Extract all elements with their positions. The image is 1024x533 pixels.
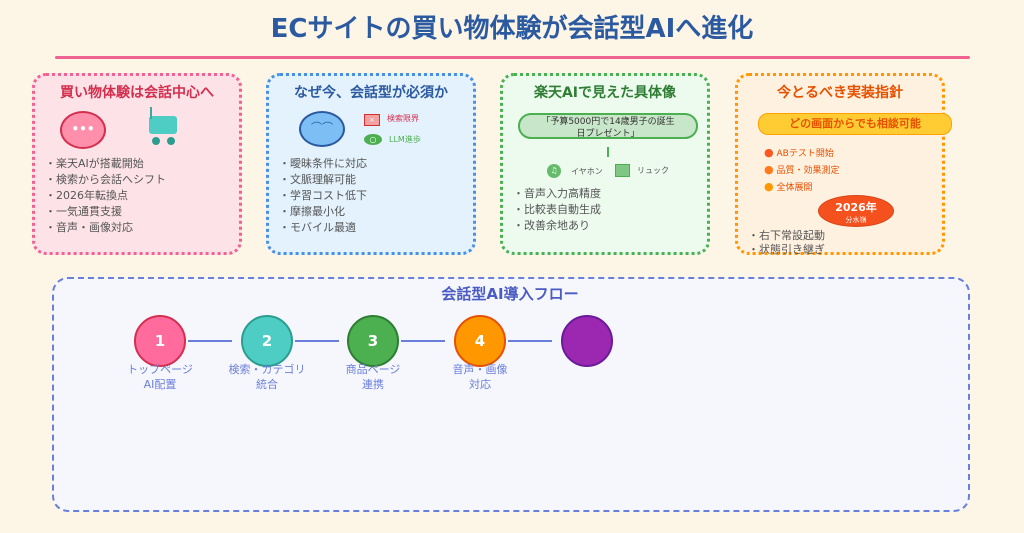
card-implementation: 今とるべき実装指針 どの画面からでも相談可能 ● ABテスト開始 ● 品質・効果… (735, 73, 952, 257)
list-item: 右下常設起動 (748, 229, 825, 243)
flow-step-3: 3 (347, 315, 399, 367)
finding-list: 音声入力高精度 比較表自動生成 改善余地あり (513, 186, 601, 234)
card-why-now: なぜ今、会話型が必須か ⌒⌒ × 検索限界 ○ LLM進歩 曖昧条件に対応 文脈… (266, 73, 476, 255)
dot-icon: ● (764, 146, 774, 159)
flow-connector (401, 340, 445, 342)
list-item: 曖昧条件に対応 (279, 156, 367, 172)
legend-label: LLM進歩 (389, 135, 421, 144)
page-title: ECサイトの買い物体験が会話型AIへ進化 (270, 14, 754, 44)
dot-icon: ● (764, 180, 774, 193)
list-item: 音声入力高精度 (513, 186, 601, 202)
flow-step-4: 4 (454, 315, 506, 367)
card-rakuten-ai: 楽天AIで見えた具体像 「予算5000円で14歳男子の誕生日プレゼント」 ♫ イ… (500, 73, 710, 255)
step-label: ABテスト開始 (776, 149, 834, 159)
music-note-icon: ♫ (547, 164, 561, 178)
list-item: 2026年転換点 (45, 188, 166, 204)
flow-connector (295, 340, 339, 342)
list-item: ● 品質・効果測定 (764, 162, 840, 179)
flow-connector (188, 340, 232, 342)
list-item: モバイル最適 (279, 220, 367, 236)
cart-icon (145, 106, 181, 146)
tips-list: 右下常設起動 状態引き継ぎ (748, 229, 825, 257)
card-title: 買い物体験は会話中心へ (60, 85, 214, 101)
flow-step-2: 2 (241, 315, 293, 367)
card-title: 楽天AIで見えた具体像 (533, 85, 677, 101)
query-example: 「予算5000円で14歳男子の誕生日プレゼント」 (518, 113, 698, 139)
card-title: なぜ今、会話型が必須か (294, 85, 448, 101)
list-item: 一気通貫支援 (45, 204, 166, 220)
title-underline (55, 56, 970, 59)
card-title: 今とるべき実装指針 (777, 85, 903, 101)
list-item: 検索から会話へシフト (45, 172, 166, 188)
legend-label: 検索限界 (387, 114, 419, 123)
result-label: イヤホン (571, 167, 603, 176)
flow-step-5 (561, 315, 613, 367)
reason-list: 曖昧条件に対応 文脈理解可能 学習コスト低下 摩擦最小化 モバイル最適 (279, 156, 367, 236)
list-item: ● 全体展開 (764, 179, 840, 196)
milestone-badge: 2026年 分水嶺 (818, 195, 894, 227)
banner: どの画面からでも相談可能 (758, 113, 952, 135)
step-label: 全体展開 (776, 183, 813, 193)
chat-bubble-icon: ••• (60, 111, 106, 149)
flow-step-1: 1 (134, 315, 186, 367)
step-label: 品質・効果測定 (776, 166, 840, 176)
list-item: ● ABテスト開始 (764, 145, 840, 162)
flow-step-label: 検索・カテゴリ 統合 (228, 363, 306, 391)
dot-icon: ● (764, 163, 774, 176)
face-icon: ⌒⌒ (299, 111, 345, 147)
flow-step-label: トップページ AI配置 (127, 363, 193, 391)
connector (607, 147, 609, 157)
result-label: リュック (637, 166, 669, 175)
flow-panel (52, 277, 970, 512)
list-item: 学習コスト低下 (279, 188, 367, 204)
backpack-icon (615, 164, 630, 177)
list-item: 文脈理解可能 (279, 172, 367, 188)
step-list: ● ABテスト開始 ● 品質・効果測定 ● 全体展開 (764, 145, 840, 196)
list-item: 改善余地あり (513, 218, 601, 234)
flow-connector (508, 340, 552, 342)
flow-step-label: 音声・画像 対応 (452, 363, 508, 391)
list-item: 楽天AIが搭載開始 (45, 156, 166, 172)
list-item: 状態引き継ぎ (748, 243, 825, 257)
circle-icon: ○ (364, 134, 382, 145)
badge-year: 2026年 (835, 201, 877, 214)
list-item: 音声・画像対応 (45, 220, 166, 236)
list-item: 摩擦最小化 (279, 204, 367, 220)
badge-subtitle: 分水嶺 (845, 216, 867, 224)
flow-step-label: 商品ページ 連携 (345, 363, 401, 391)
cross-icon: × (364, 114, 380, 126)
card-shopping-experience: 買い物体験は会話中心へ ••• 楽天AIが搭載開始 検索から会話へシフト 202… (32, 73, 242, 255)
list-item: 比較表自動生成 (513, 202, 601, 218)
flow-title: 会話型AI導入フロー (441, 285, 579, 303)
feature-list: 楽天AIが搭載開始 検索から会話へシフト 2026年転換点 一気通貫支援 音声・… (45, 156, 166, 236)
